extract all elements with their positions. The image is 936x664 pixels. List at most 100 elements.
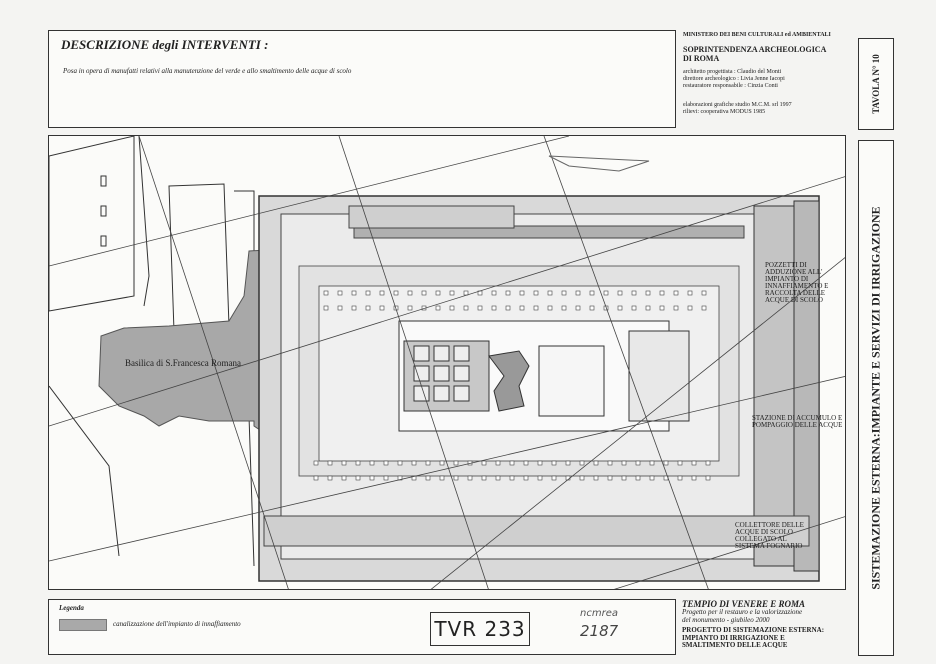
description-text: Posa in opera di manufatti relativi alla… [63,67,352,75]
handwritten-number: 2187 [580,622,619,640]
column-base [687,305,693,311]
column-base [411,460,417,466]
column-base [673,305,679,311]
roma-line: DI ROMA [683,54,720,63]
temple-subtitle: Progetto per il restauro e la valorizzaz… [682,608,803,616]
column-base [645,305,651,311]
column-base [463,305,469,311]
column-base [365,290,371,296]
column-base [551,475,557,481]
credit-line: elaborazioni grafiche studio M.C.M. srl … [683,102,792,108]
column-base [617,290,623,296]
column-base [621,475,627,481]
column-base [351,305,357,311]
column-base [355,460,361,466]
column-base [393,290,399,296]
tavola-number: TAVOLA N° 10 [871,54,881,114]
credit-line: architetto progettista : Claudio del Mon… [683,69,782,75]
handwritten-note: ncmrea [580,608,618,619]
column-base [421,290,427,296]
tavola-box: TAVOLA N° 10 [858,38,894,130]
side-title: SISTEMAZIONE ESTERNA:IMPIANTE E SERVIZI … [868,206,883,590]
column-base [659,290,665,296]
column-base [565,460,571,466]
column-base [523,475,529,481]
column-base [383,460,389,466]
column-base [341,475,347,481]
column-base [621,460,627,466]
column-base [589,305,595,311]
ministry-line: MINISTERO DEI BENI CULTURALI ed AMBIENTA… [683,32,831,38]
column-base [575,290,581,296]
column-base [505,305,511,311]
column-base [453,460,459,466]
column-base [635,460,641,466]
column-base [337,305,343,311]
column-base [691,475,697,481]
column-base [631,305,637,311]
label-pozzetti: POZZETTI DI ADDUZIONE ALL' IMPIANTO DI I… [765,261,829,304]
credit-line: rilievi: cooperativa MODUS 1985 [683,109,766,115]
column-base [677,460,683,466]
column-base [481,460,487,466]
column-base [561,305,567,311]
column-base [365,305,371,311]
column-base [547,305,553,311]
legend-title: Legenda [59,604,84,612]
column-base [533,290,539,296]
column-base [649,460,655,466]
column-base [607,460,613,466]
column-base [323,290,329,296]
column-base [537,475,543,481]
column-base [593,460,599,466]
column-base [687,290,693,296]
archive-stamp: TVR 233 [430,612,530,646]
column-base [491,305,497,311]
column-base [341,460,347,466]
column-base [635,475,641,481]
column-base [407,290,413,296]
column-base [379,305,385,311]
column-base [397,460,403,466]
column-base [463,290,469,296]
column-base [705,460,711,466]
credit-line: direttore archeologico : Livia Jenne Iac… [683,76,785,82]
column-base [313,475,319,481]
legend-swatch [59,619,107,631]
column-base [323,305,329,311]
column-base [701,305,707,311]
column-base [435,290,441,296]
column-base [509,475,515,481]
column-base [561,290,567,296]
column-base [439,475,445,481]
column-base [435,305,441,311]
column-base [603,290,609,296]
column-base [369,460,375,466]
column-base [327,475,333,481]
column-base [477,305,483,311]
column-base [663,460,669,466]
column-base [519,290,525,296]
column-base [449,305,455,311]
column-base [579,475,585,481]
project-title: IMPIANTO DI IRRIGAZIONE E [682,633,785,642]
column-base [645,290,651,296]
site-plan [48,135,846,590]
column-base [369,475,375,481]
column-base [449,290,455,296]
temple-title: TEMPIO DI VENERE E ROMA [682,599,806,609]
column-base [523,460,529,466]
column-base [481,475,487,481]
column-base [425,475,431,481]
column-base [673,290,679,296]
column-base [505,290,511,296]
column-base [407,305,413,311]
column-base [453,475,459,481]
legend-label: canalizzazione dell'impianto di innaffia… [113,620,241,628]
temple-subtitle: del monumento - giubileo 2000 [682,615,770,624]
column-base [589,290,595,296]
column-base [649,475,655,481]
column-base [579,460,585,466]
column-base [551,460,557,466]
column-base [327,460,333,466]
